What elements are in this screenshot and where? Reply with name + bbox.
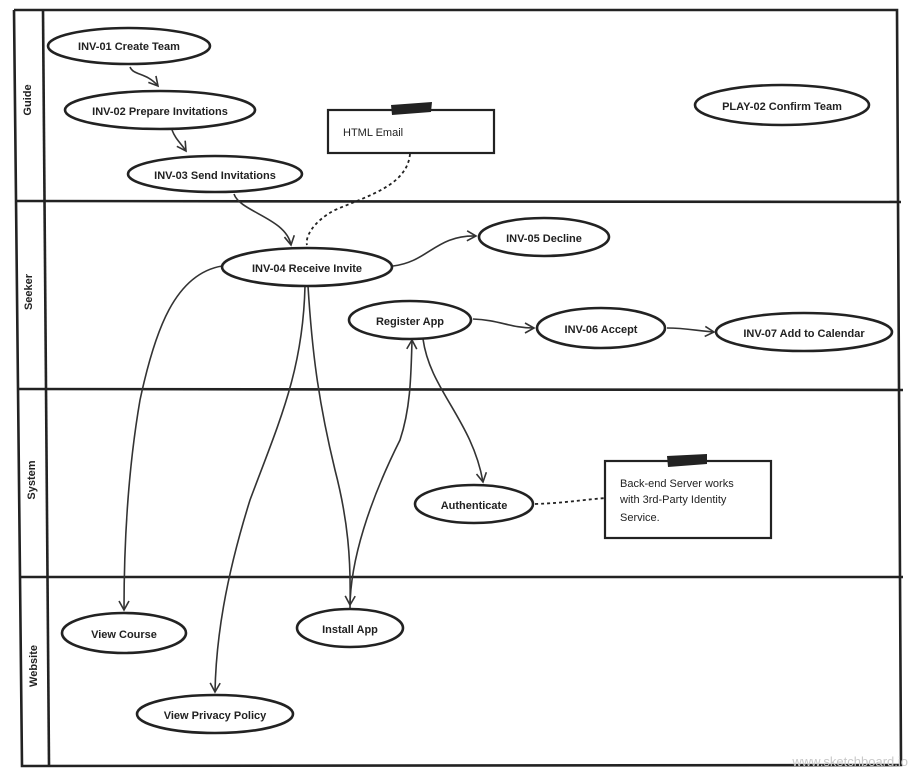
node-inv-06[interactable]: INV-06 Accept <box>535 306 667 350</box>
svg-text:PLAY-02 Confirm Team: PLAY-02 Confirm Team <box>722 101 842 113</box>
svg-text:INV-05 Decline: INV-05 Decline <box>506 233 582 245</box>
node-view-course[interactable]: View Course <box>60 611 188 655</box>
svg-text:INV-07 Add to Calendar: INV-07 Add to Calendar <box>743 328 865 340</box>
svg-text:Install App: Install App <box>322 624 378 636</box>
node-inv-07[interactable]: INV-07 Add to Calendar <box>714 311 894 353</box>
note-html-email: HTML Email <box>326 102 496 155</box>
edge-inv01-inv02 <box>129 66 160 88</box>
node-inv-03[interactable]: INV-03 Send Invitations <box>126 154 304 194</box>
note-backend: Back-end Server works with 3rd-Party Ide… <box>603 454 773 540</box>
svg-text:INV-06 Accept: INV-06 Accept <box>565 324 638 336</box>
svg-text:with 3rd-Party Identity: with 3rd-Party Identity <box>619 494 727 506</box>
edge-register-inv06 <box>472 318 536 334</box>
svg-text:View Course: View Course <box>91 629 157 641</box>
node-install-app[interactable]: Install App <box>295 607 405 649</box>
svg-text:INV-01 Create Team: INV-01 Create Team <box>78 41 180 53</box>
edge-inv03-inv04 <box>233 193 296 247</box>
svg-text:Service.: Service. <box>620 512 660 524</box>
lane-label-website: Website <box>28 645 40 687</box>
tape-icon <box>391 102 432 115</box>
edge-authenticate-backend <box>534 497 607 505</box>
svg-text:INV-02 Prepare Invitations: INV-02 Prepare Invitations <box>92 106 228 118</box>
lane-label-guide: Guide <box>22 84 34 115</box>
node-play-02[interactable]: PLAY-02 Confirm Team <box>693 83 871 127</box>
edge-inv04-viewprivacy <box>209 285 306 694</box>
edge-htmlemail-inv04 <box>305 153 411 246</box>
node-authenticate[interactable]: Authenticate <box>413 483 535 525</box>
svg-text:Authenticate: Authenticate <box>441 500 508 512</box>
edge-inv02-inv03 <box>171 129 187 153</box>
svg-text:INV-03 Send Invitations: INV-03 Send Invitations <box>154 170 276 182</box>
node-inv-05[interactable]: INV-05 Decline <box>477 216 611 258</box>
lane-label-seeker: Seeker <box>23 273 35 310</box>
edge-inv04-viewcourse <box>118 265 223 612</box>
svg-text:Register App: Register App <box>376 316 444 328</box>
node-inv-04[interactable]: INV-04 Receive Invite <box>220 246 394 288</box>
svg-text:INV-04 Receive Invite: INV-04 Receive Invite <box>252 263 362 275</box>
edge-inv04-installapp <box>307 285 356 607</box>
node-inv-02[interactable]: INV-02 Prepare Invitations <box>63 89 257 131</box>
svg-text:HTML Email: HTML Email <box>343 127 403 139</box>
lane-label-system: System <box>26 460 38 499</box>
watermark: www.sketchboard.io <box>791 754 908 769</box>
node-view-privacy-policy[interactable]: View Privacy Policy <box>135 693 295 735</box>
edges <box>118 66 716 694</box>
node-inv-01[interactable]: INV-01 Create Team <box>46 26 212 66</box>
tape-icon <box>667 454 707 467</box>
edge-installapp-register <box>349 338 418 609</box>
lane-frame <box>12 8 904 768</box>
svg-text:View Privacy Policy: View Privacy Policy <box>164 710 267 722</box>
edge-inv04-inv05 <box>392 230 478 267</box>
edge-inv06-inv07 <box>666 325 716 338</box>
node-register-app[interactable]: Register App <box>347 299 473 341</box>
svg-text:Back-end Server works: Back-end Server works <box>620 478 734 490</box>
edge-register-authenticate <box>422 338 488 484</box>
